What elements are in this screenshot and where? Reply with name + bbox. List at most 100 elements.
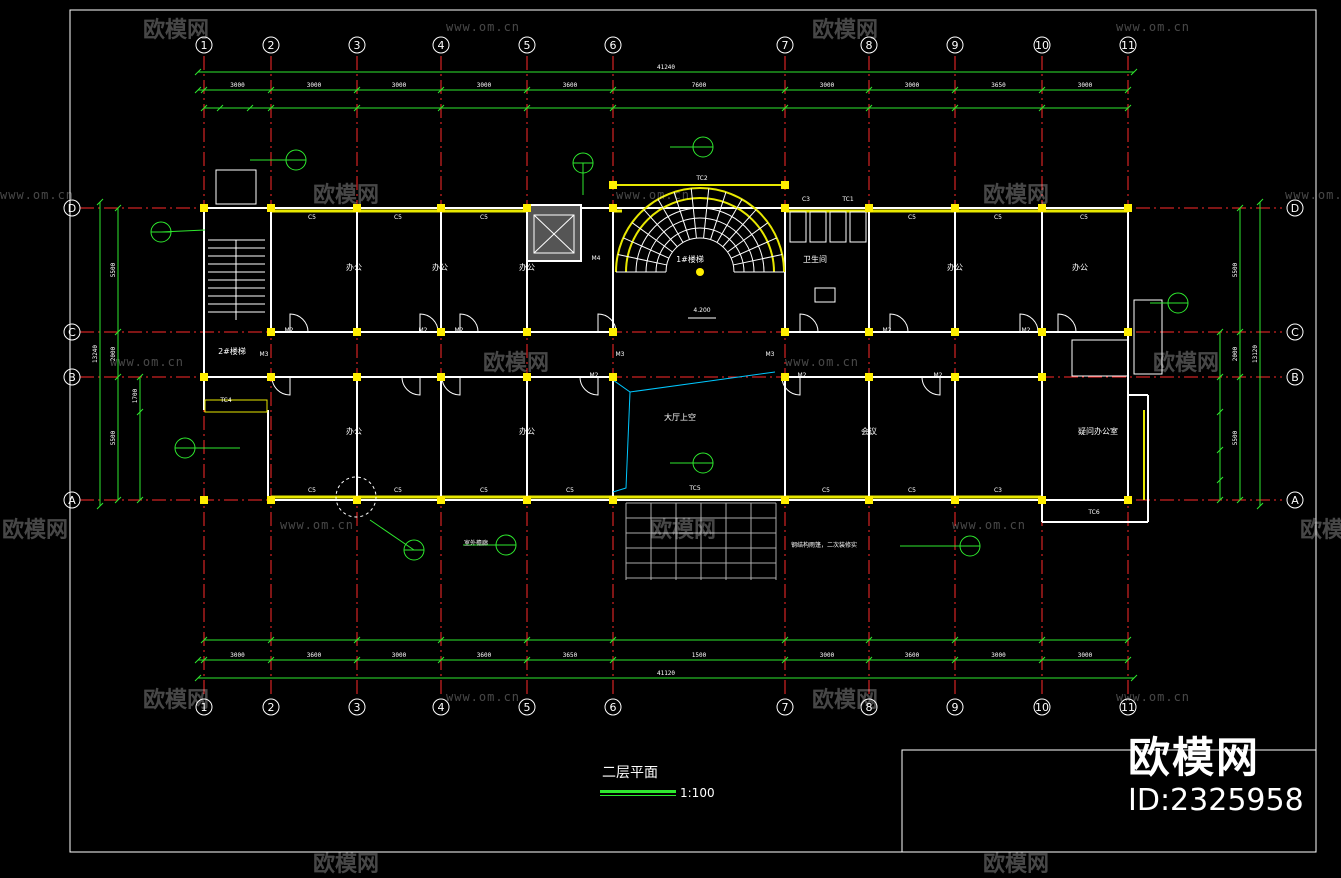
- grid-bubble: [1033, 36, 1051, 54]
- door-tag: M2: [798, 372, 807, 379]
- grid-bubble: [348, 36, 366, 54]
- dimension-tick: [781, 86, 789, 94]
- dimension-text: 3000: [392, 82, 407, 89]
- dimension-tick: [96, 198, 104, 206]
- dimension-tick: [267, 656, 275, 664]
- dimension-text: 3000: [307, 82, 322, 89]
- elevator-car: [533, 214, 575, 254]
- door-tag: M3: [616, 351, 625, 358]
- dimension-tick: [437, 656, 445, 664]
- column: [1038, 496, 1046, 504]
- scale-underline-thin: [600, 795, 676, 796]
- toilet-stall: [829, 211, 847, 243]
- grid-bubble-label: 9: [952, 39, 959, 52]
- dimension-tick: [1038, 86, 1046, 94]
- void-outline: [629, 371, 776, 393]
- detail-leader: [369, 519, 415, 551]
- dimension-tick: [1124, 86, 1132, 94]
- balcony: [1133, 299, 1163, 375]
- watermark-brand: 欧模网: [313, 183, 380, 208]
- column: [353, 204, 361, 212]
- dimension-text: 3600: [307, 652, 322, 659]
- column: [1038, 328, 1046, 336]
- door-tag: M3: [260, 351, 269, 358]
- dimension-tick: [1038, 656, 1046, 664]
- grid-bubble: [776, 36, 794, 54]
- room-label: 办公: [346, 426, 362, 436]
- dimension-tick: [1216, 446, 1224, 454]
- dimension-tick: [267, 86, 275, 94]
- plan-details: [150, 136, 1189, 561]
- dimension-tick: [200, 86, 208, 94]
- door-tag: M3: [766, 351, 775, 358]
- void-outline: [612, 379, 631, 493]
- dimension-tick: [194, 674, 202, 682]
- grid-bubble-label: 3: [354, 39, 361, 52]
- spiral-stair-tread: [673, 191, 690, 240]
- dimension-text: 3650: [991, 82, 1006, 89]
- dimension-text: 5500: [1232, 430, 1239, 445]
- grid-bubble-label: C: [1291, 326, 1299, 339]
- grid-bubble-label: 10: [1035, 39, 1049, 52]
- dimension-tick: [136, 373, 144, 381]
- window-tag: C5: [1080, 214, 1088, 221]
- column: [609, 181, 617, 189]
- door-tag: M2: [285, 327, 294, 334]
- dimension-tick: [1216, 328, 1224, 336]
- walls: [203, 169, 1163, 580]
- grid-bubble: [348, 698, 366, 716]
- toilet-stall: [849, 211, 867, 243]
- title-block: [901, 749, 1317, 853]
- grid-bubble: [1286, 199, 1304, 217]
- column: [523, 204, 531, 212]
- window-tag: C5: [908, 214, 916, 221]
- watermark-brand: 欧模网: [983, 183, 1050, 208]
- dimension-tick: [1130, 674, 1138, 682]
- dimension-tick: [951, 636, 959, 644]
- column: [781, 328, 789, 336]
- dimension-text: 3000: [392, 652, 407, 659]
- grid-bubble: [946, 698, 964, 716]
- window-tc2: [204, 399, 268, 413]
- column: [267, 328, 275, 336]
- dimension-tick: [781, 636, 789, 644]
- dimension-tick: [951, 86, 959, 94]
- window-tag: C5: [994, 214, 1002, 221]
- spiral-stair-arc: [655, 227, 745, 273]
- watermark-brand: 欧模网: [812, 18, 879, 43]
- column: [353, 373, 361, 381]
- dimension-tick: [1038, 104, 1046, 112]
- dimension-tick: [114, 328, 122, 336]
- dimension-tick: [865, 656, 873, 664]
- dimension-tick: [865, 86, 873, 94]
- door-tag: M2: [590, 372, 599, 379]
- dimension-tick: [1038, 636, 1046, 644]
- grid-bubble: [432, 698, 450, 716]
- window-tag: C5: [480, 487, 488, 494]
- column: [609, 496, 617, 504]
- dimension-tick: [96, 502, 104, 510]
- grid-bubble-label: 11: [1121, 701, 1135, 714]
- spiral-stair-tread: [703, 188, 710, 239]
- spiral-stair-tread: [617, 254, 667, 266]
- column: [951, 373, 959, 381]
- dimension-tick: [114, 496, 122, 504]
- watermark-url: www.om.cn: [0, 188, 75, 202]
- room-label: 办公: [519, 426, 535, 436]
- dimension-text: 3000: [991, 652, 1006, 659]
- dimension-text: 41120: [657, 670, 675, 677]
- dimension-tick: [781, 656, 789, 664]
- dimension-tick: [523, 104, 531, 112]
- dimension-tick: [1216, 408, 1224, 416]
- grid-bubble: [262, 698, 280, 716]
- grid-bubble-label: 1: [201, 39, 208, 52]
- watermark-url: www.om.cn: [1116, 20, 1191, 34]
- grid-bubble-label: 9: [952, 701, 959, 714]
- dimension-tick: [1256, 502, 1264, 510]
- grid-bubble: [1286, 323, 1304, 341]
- watermark-logo-text: 欧模网: [1128, 733, 1261, 782]
- grid-bubble-label: 6: [610, 39, 617, 52]
- window-tag: C5: [308, 214, 316, 221]
- watermark-brand: 欧模网: [2, 518, 69, 543]
